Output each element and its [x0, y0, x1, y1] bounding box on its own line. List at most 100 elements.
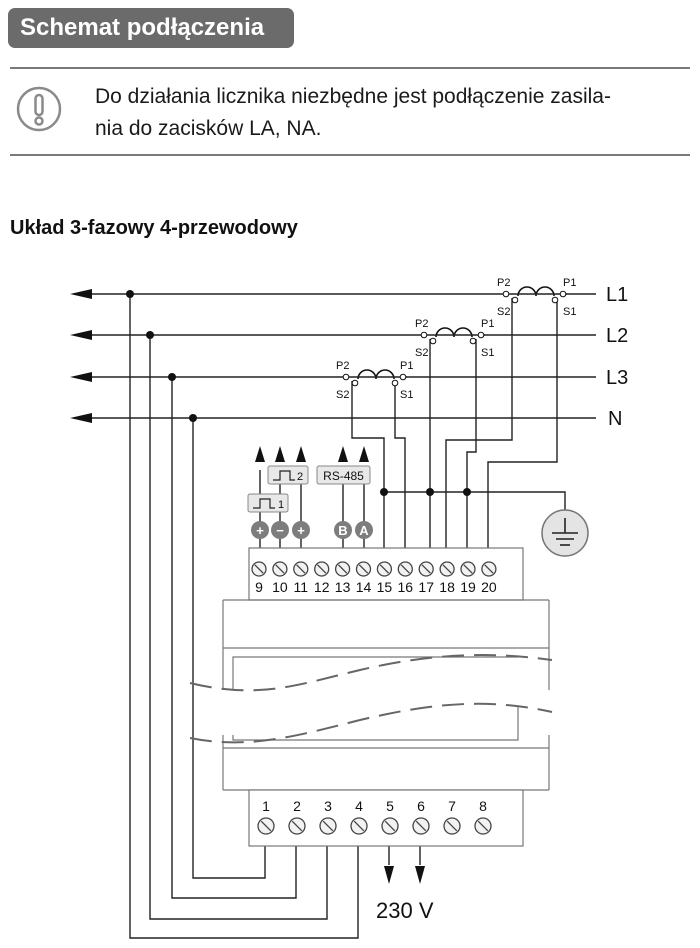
terminal-screw-4-slot — [353, 820, 365, 832]
terminal-screw-2-slot — [291, 820, 303, 832]
terminal-label-17: 17 — [418, 579, 434, 595]
notice-line-2: nia do zacisków LA, NA. — [95, 117, 322, 140]
terminal-label-18: 18 — [439, 579, 455, 595]
current-transformer-l2: P2 P1 S2 S1 — [415, 318, 494, 359]
pulse-label-1: 1 — [278, 499, 284, 511]
notice-line-1: Do działania licznika niezbędne jest pod… — [95, 85, 611, 108]
line-label-l2: L2 — [606, 325, 628, 347]
ct3-s2-label: S2 — [336, 389, 349, 401]
terminal-screw-11-slot — [296, 564, 306, 574]
terminal-label-6: 6 — [417, 798, 425, 814]
terminal-screw-1-slot — [260, 820, 272, 832]
polarity-minus-10: − — [276, 523, 284, 538]
polarity-markers: + − + B A — [251, 521, 373, 539]
pulse-output-2: 2 — [267, 465, 309, 485]
arrow-l3-icon — [70, 372, 92, 382]
ct1-s1-label: S1 — [563, 306, 576, 318]
terminal-screw-13-slot — [337, 564, 348, 574]
ct3-p2-label: P2 — [336, 360, 349, 372]
arrow-out-13-icon — [338, 446, 348, 462]
junction-l1 — [126, 290, 134, 298]
terminal-label-11: 11 — [294, 579, 309, 595]
polarity-plus-9: + — [256, 523, 264, 538]
terminal-label-16: 16 — [398, 579, 414, 595]
pulse-wave-icon — [273, 470, 295, 481]
polarity-b-13: B — [338, 523, 347, 538]
ct2-p1-label: P1 — [481, 318, 494, 330]
junction-17 — [426, 488, 434, 496]
terminal-screw-15-slot — [379, 564, 390, 574]
terminal-label-12: 12 — [314, 579, 330, 595]
terminal-screw-14-slot — [358, 564, 369, 574]
terminal-screw-10-slot — [275, 564, 285, 574]
arrow-n-icon — [70, 413, 92, 423]
terminal-label-3: 3 — [324, 798, 332, 814]
ct3-p1-label: P1 — [400, 360, 413, 372]
arrow-supply-6-icon — [415, 866, 425, 884]
terminal-screw-9-slot — [254, 564, 264, 574]
arrow-out-10-icon — [275, 446, 285, 462]
terminal-screw-16-slot — [400, 564, 410, 574]
junction-n — [189, 414, 197, 422]
ground-icon — [541, 509, 589, 557]
rs485-box: RS-485 — [316, 465, 371, 485]
arrow-l1-icon — [70, 289, 92, 299]
current-transformer-l3: P2 P1 S2 S1 — [336, 360, 413, 401]
ct1-p2-label: P2 — [497, 277, 510, 289]
pulse-label-2: 2 — [297, 471, 303, 483]
terminal-label-20: 20 — [481, 579, 497, 595]
arrow-out-9-icon — [255, 446, 265, 462]
line-label-l1: L1 — [606, 284, 628, 306]
junction-15 — [380, 488, 388, 496]
current-transformer-l1: P2 P1 S2 S1 — [497, 277, 576, 318]
junction-dots — [126, 290, 471, 496]
terminal-label-9: 9 — [255, 579, 263, 595]
line-arrows — [70, 289, 425, 884]
terminal-screw-19-slot — [463, 564, 473, 574]
terminal-screw-7-slot — [446, 820, 458, 832]
terminal-label-5: 5 — [386, 798, 394, 814]
terminal-screw-5-slot — [384, 820, 396, 832]
terminal-label-4: 4 — [355, 798, 363, 814]
supply-voltage-label: 230 V — [376, 898, 434, 923]
terminal-screw-17-slot — [421, 564, 431, 574]
terminal-label-1: 1 — [262, 798, 270, 814]
notice-text: Do działania licznika niezbędne jest pod… — [95, 81, 690, 145]
terminal-screw-3-slot — [322, 820, 334, 832]
polarity-plus-11: + — [297, 523, 305, 538]
line-label-n: N — [608, 408, 622, 430]
pulse-output-1: 1 — [247, 493, 289, 513]
terminal-label-13: 13 — [335, 579, 351, 595]
terminal-screw-18-slot — [442, 564, 452, 574]
section-title: Schemat podłączenia — [8, 8, 294, 48]
pulse-wave-icon — [253, 498, 275, 509]
arrow-l2-icon — [70, 330, 92, 340]
terminal-screw-20-slot — [484, 564, 494, 574]
ct3-s1-label: S1 — [400, 389, 413, 401]
junction-19 — [463, 488, 471, 496]
terminal-label-14: 14 — [356, 579, 372, 595]
ct1-s2-label: S2 — [497, 306, 510, 318]
divider-top — [10, 67, 690, 69]
terminal-screw-12-slot — [317, 564, 327, 574]
ct1-p1-label: P1 — [563, 277, 576, 289]
exclamation-circle-icon — [16, 86, 62, 132]
ct2-s1-label: S1 — [481, 347, 494, 359]
ct2-p2-label: P2 — [415, 318, 428, 330]
arrow-out-11-icon — [296, 446, 306, 462]
terminal-label-7: 7 — [448, 798, 456, 814]
terminal-label-8: 8 — [479, 798, 487, 814]
junction-l3 — [168, 373, 176, 381]
terminal-label-2: 2 — [293, 798, 301, 814]
terminal-label-10: 10 — [272, 579, 288, 595]
terminal-label-19: 19 — [460, 579, 476, 595]
rs485-label: RS-485 — [323, 469, 364, 483]
diagram-title: Układ 3-fazowy 4-przewodowy — [10, 217, 298, 239]
line-label-l3: L3 — [606, 367, 628, 389]
terminal-label-15: 15 — [377, 579, 393, 595]
polarity-a-14: A — [359, 523, 369, 538]
ct2-s2-label: S2 — [415, 347, 428, 359]
bottom-terminal-block: 1 2 3 4 5 6 7 8 — [257, 798, 492, 835]
